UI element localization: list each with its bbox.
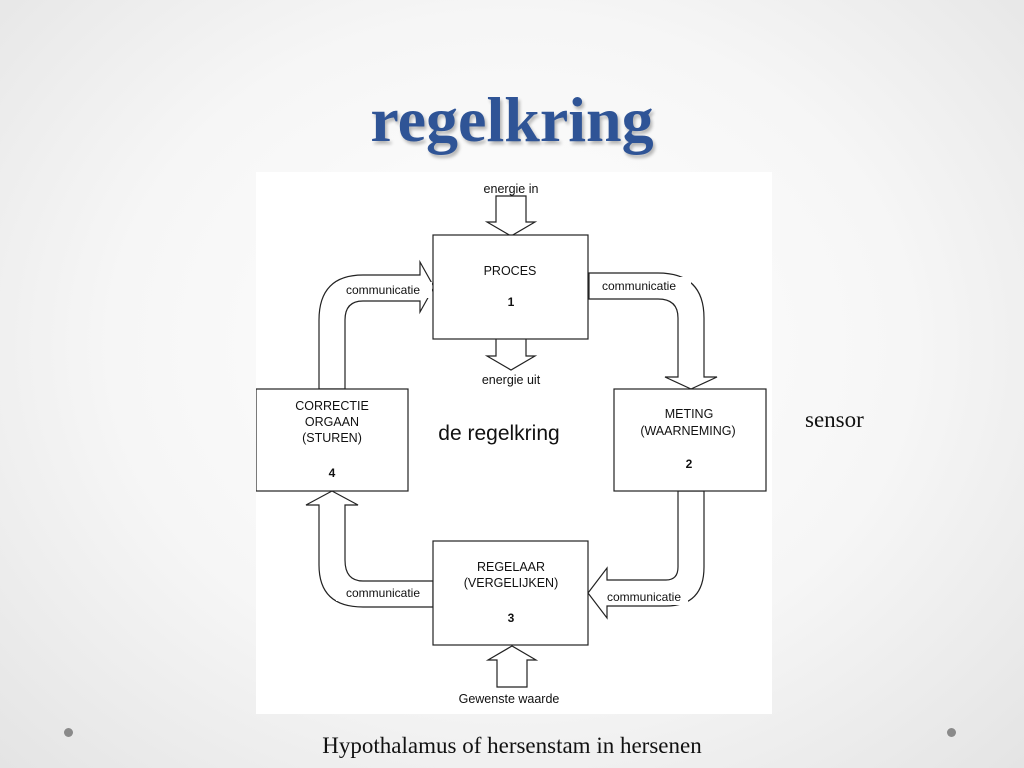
energy-in-arrow xyxy=(484,195,538,237)
box-correctie-label-2: ORGAAN xyxy=(305,415,359,429)
box-correctie-label-1: CORRECTIE xyxy=(295,399,369,413)
control-loop-diagram: PROCES 1 METING (WAARNEMING) 2 REGELAAR … xyxy=(256,172,772,714)
label-comm-bottom-right: communicatie xyxy=(607,590,681,604)
label-comm-top-right: communicatie xyxy=(602,279,676,293)
decorative-dot-right xyxy=(947,728,956,737)
box-correctie xyxy=(256,388,409,492)
slide-caption: Hypothalamus of hersenstam in hersenen xyxy=(322,733,702,758)
box-proces xyxy=(432,234,589,340)
comm-arrow-regelaar-to-correctie xyxy=(305,490,434,608)
energy-out-arrow xyxy=(484,337,538,371)
slide-title: regelkring xyxy=(370,84,654,155)
box-proces-number: 1 xyxy=(508,295,515,309)
sensor-label: sensor xyxy=(805,407,864,432)
setpoint-arrow xyxy=(485,645,539,688)
box-correctie-label-3: (STUREN) xyxy=(302,431,362,445)
box-regelaar xyxy=(432,540,589,646)
box-meting-label-1: METING xyxy=(665,407,714,421)
comm-arrow-correctie-to-proces xyxy=(318,259,435,390)
diagram-center-label: de regelkring xyxy=(438,422,559,445)
decorative-dot-left xyxy=(64,728,73,737)
box-correctie-number: 4 xyxy=(329,466,336,480)
label-comm-top-left: communicatie xyxy=(346,283,420,297)
box-regelaar-label-2: (VERGELIJKEN) xyxy=(464,576,558,590)
box-proces-label: PROCES xyxy=(484,264,537,278)
box-regelaar-number: 3 xyxy=(508,611,515,625)
diagram-canvas: PROCES 1 METING (WAARNEMING) 2 REGELAAR … xyxy=(256,182,767,706)
box-meting-number: 2 xyxy=(686,457,693,471)
box-meting xyxy=(613,388,767,492)
label-energy-in: energie in xyxy=(484,182,539,196)
label-energy-out: energie uit xyxy=(482,373,541,387)
box-meting-label-2: (WAARNEMING) xyxy=(640,424,735,438)
label-comm-bottom-left: communicatie xyxy=(346,586,420,600)
label-setpoint: Gewenste waarde xyxy=(459,692,560,706)
box-regelaar-label-1: REGELAAR xyxy=(477,560,545,574)
